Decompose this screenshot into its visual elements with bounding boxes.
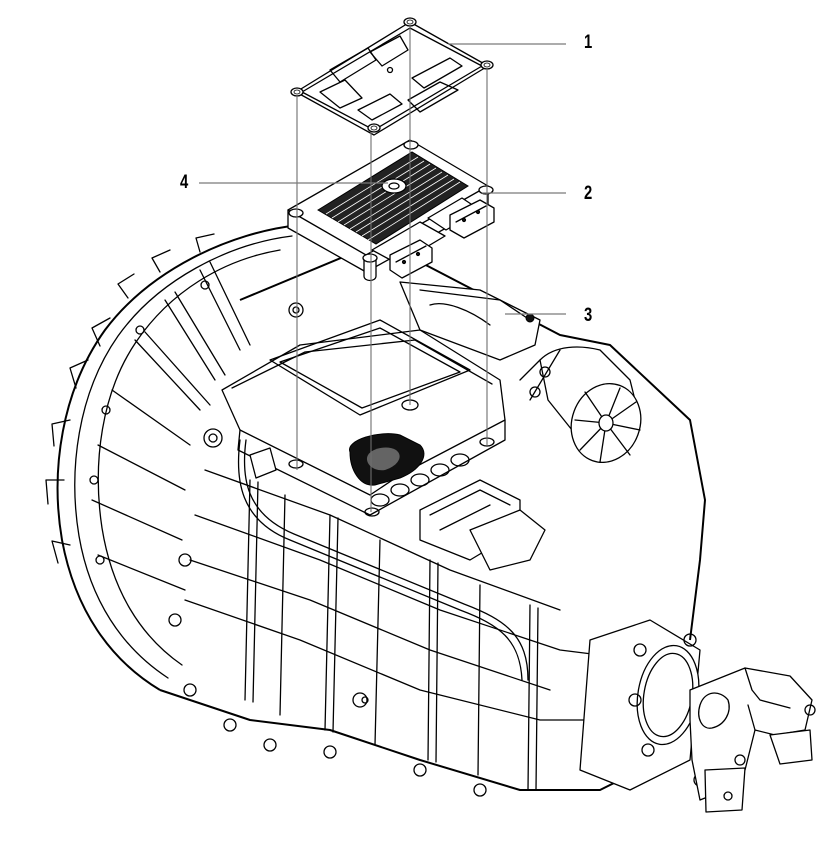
control-unit [287,139,495,282]
output-yoke [579,619,816,813]
range-cylinder [519,346,642,463]
shift-module [203,281,546,571]
callout-4: 4 [180,172,189,193]
callout-1: 1 [584,32,593,53]
cover-plate [290,17,494,136]
transmission-housing [45,224,706,797]
assembly-guide-lines [296,26,488,512]
callout-2: 2 [584,183,593,204]
callout-3: 3 [584,305,593,326]
callout-leaders [199,43,566,315]
